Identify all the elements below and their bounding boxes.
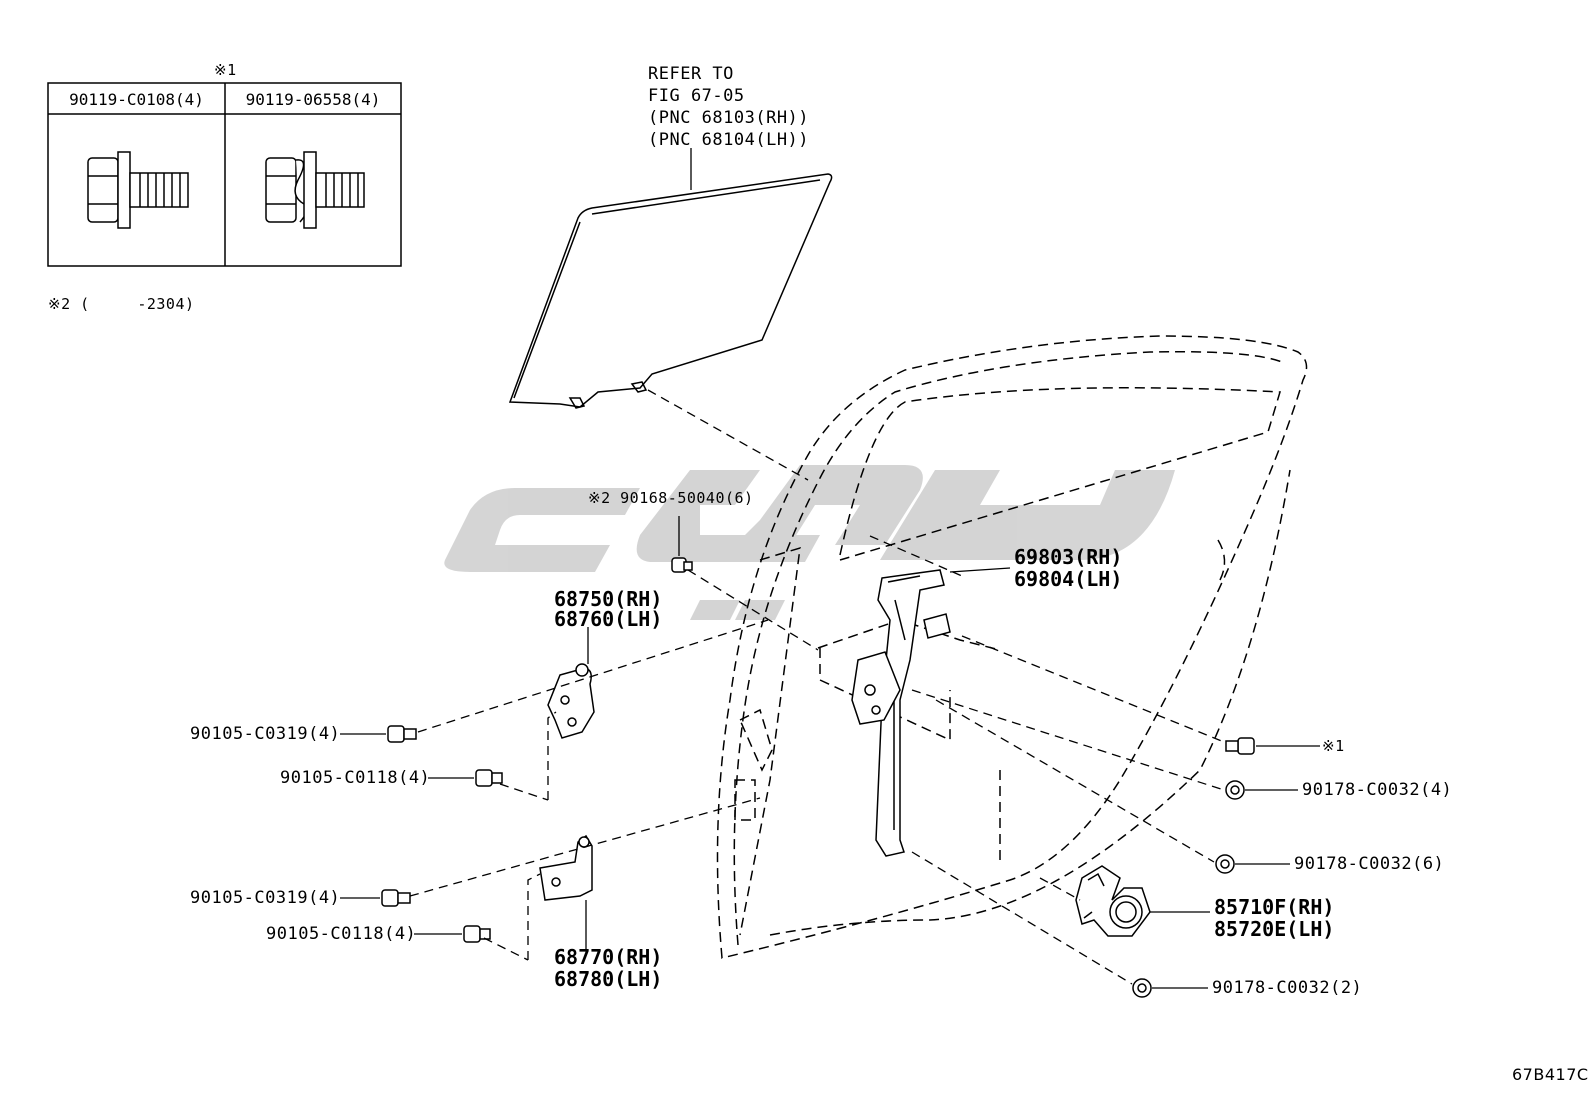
flange-bolt-icon: [87, 151, 189, 229]
label-90178-c0032-4: 90178-C0032(4): [1302, 780, 1453, 800]
label-85720e: 85720E(LH): [1214, 917, 1335, 941]
label-68770: 68770(RH): [554, 945, 663, 969]
label-68760: 68760(LH): [554, 607, 663, 631]
window-glass: [508, 173, 833, 409]
note-2: ※2 ( -2304): [48, 295, 195, 313]
label-69803: 69803(RH): [1014, 545, 1123, 569]
legend-marker: ※1: [214, 61, 237, 79]
regulator-motor: [1075, 865, 1151, 937]
label-90105-c0118-upper: 90105-C0118(4): [280, 768, 431, 788]
window-regulator: [851, 569, 951, 857]
bolt-90105-c0118-upper-icon: [475, 769, 503, 787]
refer-line-3: (PNC 68103(RH)): [648, 108, 810, 128]
legend-header-2: 90119-06558(4): [245, 90, 381, 109]
refer-line-2: FIG 67-05: [648, 86, 745, 106]
fasteners: [381, 557, 1255, 998]
label-90105-c0319-lower: 90105-C0319(4): [190, 888, 341, 908]
label-90105-c0319-upper: 90105-C0319(4): [190, 724, 341, 744]
dashed-leaders: [409, 389, 1225, 985]
legend-header-1: 90119-C0108(4): [69, 90, 204, 109]
lower-hinge: [539, 834, 593, 901]
bolt-90105-c0118-lower-icon: [463, 925, 491, 943]
nut-90178-6-icon: [1215, 854, 1235, 874]
bolt-with-washer-icon: [265, 151, 365, 229]
refer-line-4: (PNC 68104(LH)): [648, 130, 810, 150]
label-68780: 68780(LH): [554, 967, 663, 991]
label-90178-c0032-6: 90178-C0032(6): [1294, 854, 1445, 874]
label-85710f: 85710F(RH): [1214, 895, 1335, 919]
legend-table: [47, 82, 402, 267]
label-marker1: ※1: [1322, 737, 1345, 755]
solid-leaders: [340, 516, 1320, 989]
label-90178-c0032-2: 90178-C0032(2): [1212, 978, 1363, 998]
nut-90178-4-icon: [1225, 780, 1245, 800]
label-90168: ※2 90168-50040(6): [588, 489, 754, 507]
bolt-90105-c0319-upper-icon: [387, 725, 417, 743]
watermark-logo: [444, 465, 1175, 620]
bolt-90168-icon: [671, 557, 693, 573]
figure-code: 67B417C: [1512, 1065, 1589, 1084]
bolt-90105-c0319-lower-icon: [381, 889, 411, 907]
upper-hinge: [547, 663, 595, 739]
label-68750: 68750(RH): [554, 587, 663, 611]
refer-line-1: REFER TO: [648, 64, 734, 84]
bolt-marker1-icon: [1225, 737, 1255, 755]
nut-90178-2-icon: [1132, 978, 1152, 998]
label-69804: 69804(LH): [1014, 567, 1123, 591]
label-90105-c0118-lower: 90105-C0118(4): [266, 924, 417, 944]
